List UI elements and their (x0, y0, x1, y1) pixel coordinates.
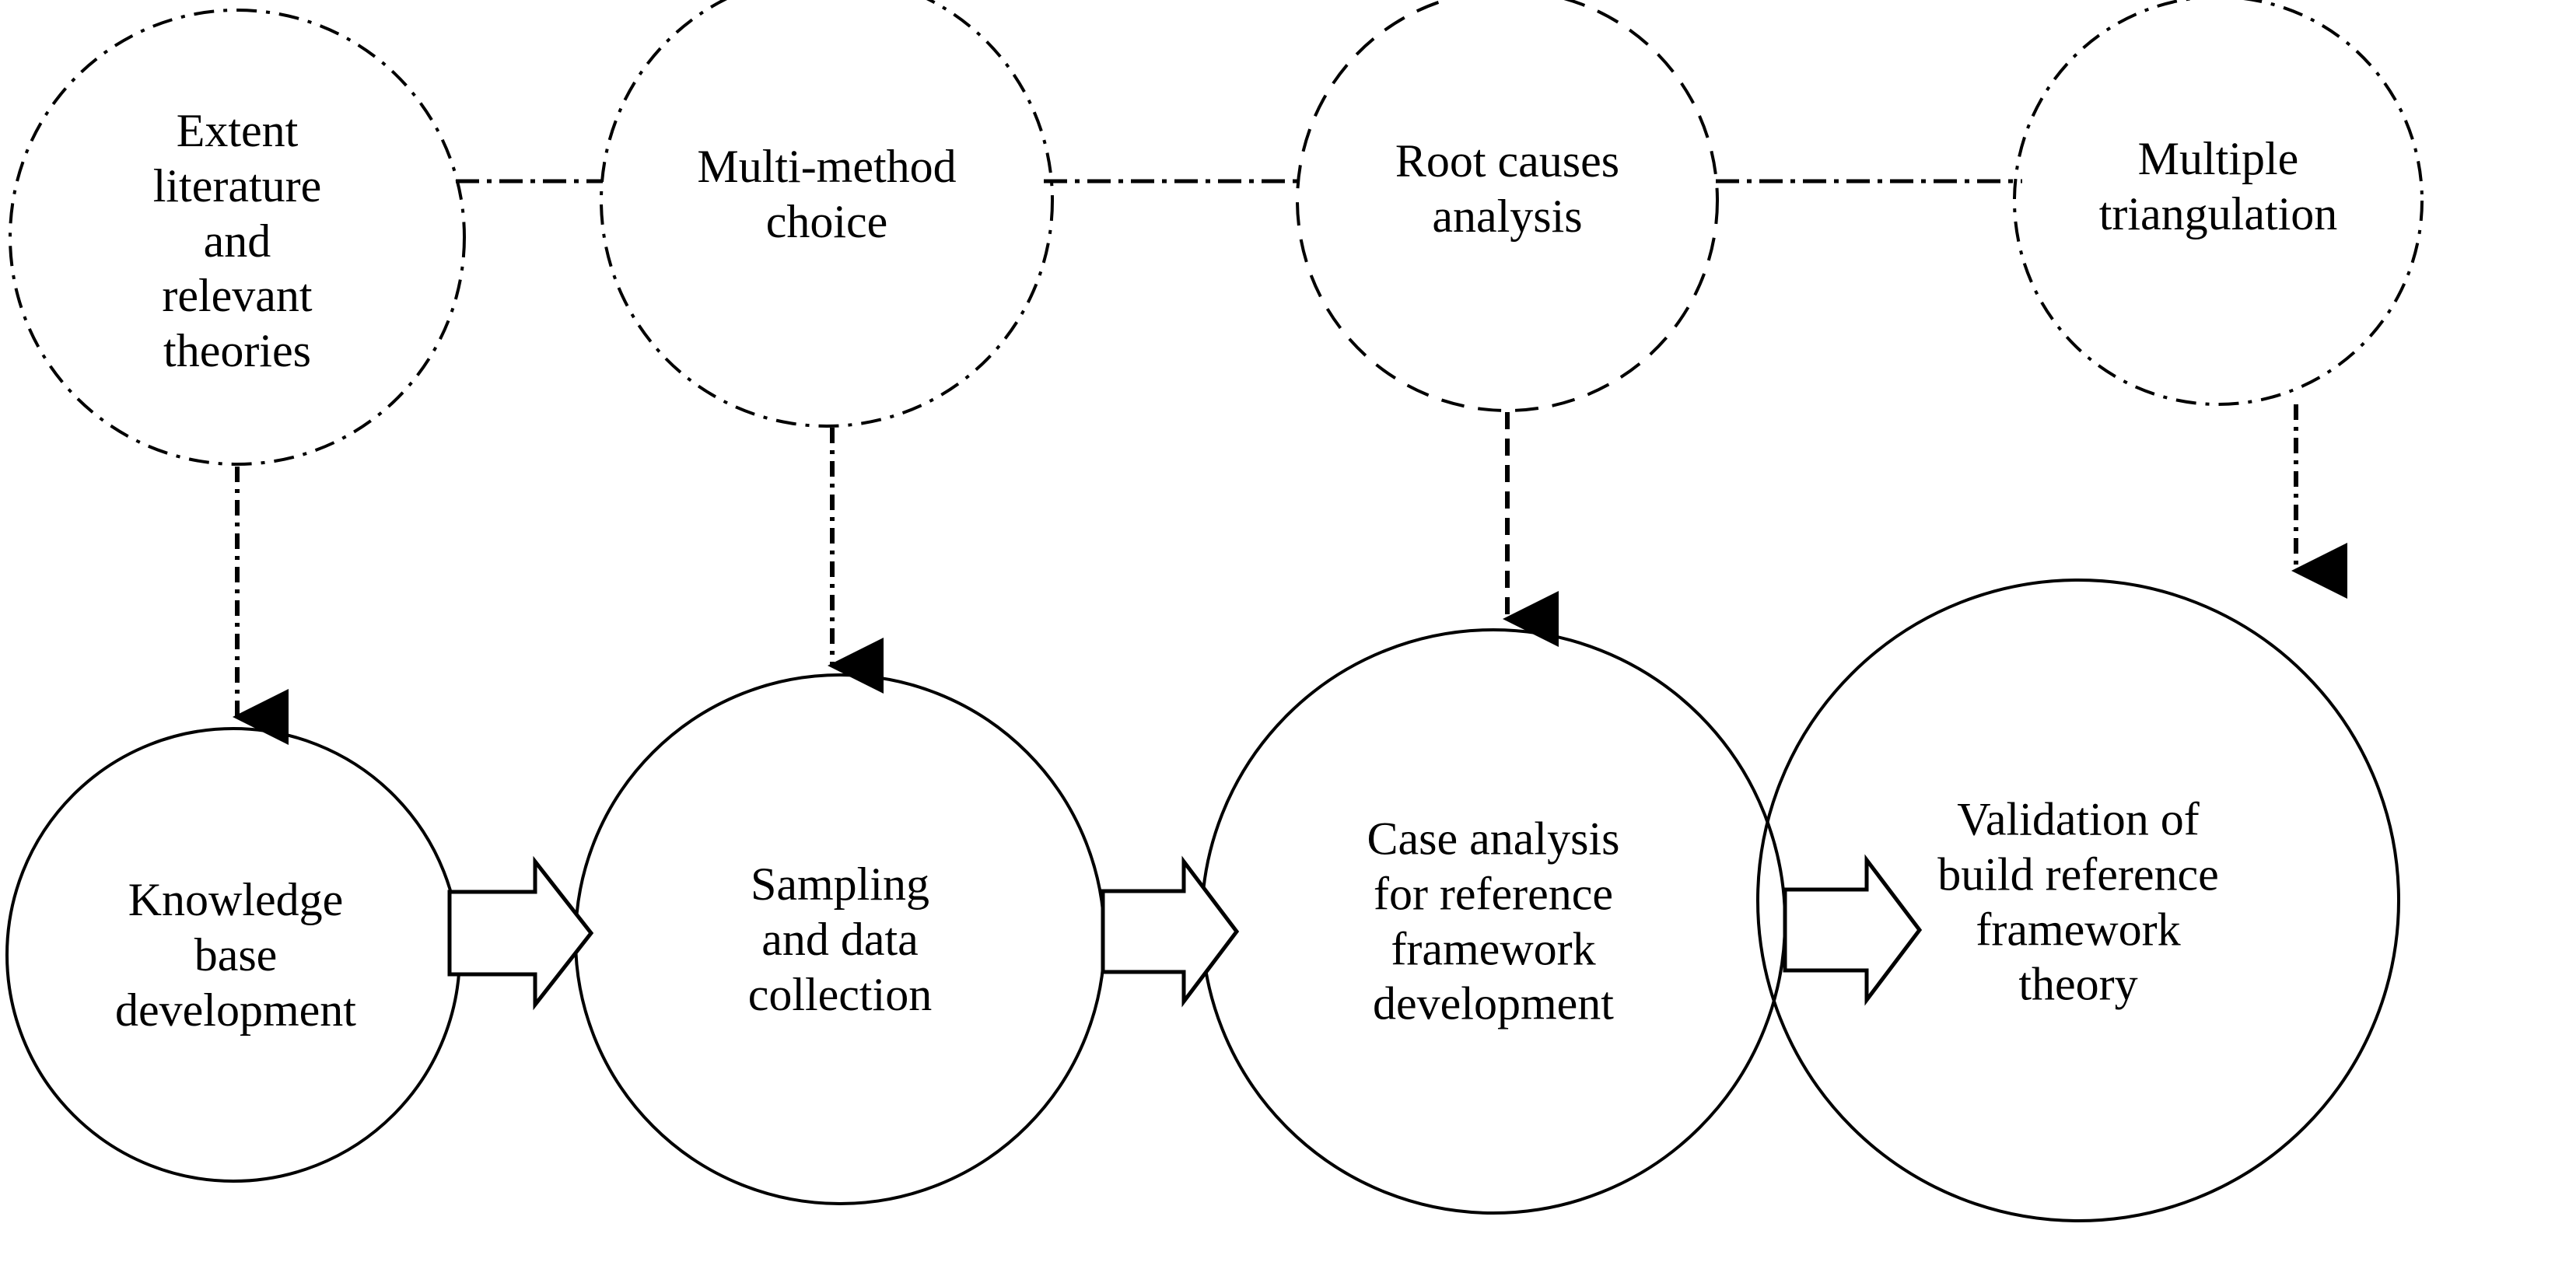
block-arrow-sampling-to-case (1101, 855, 1240, 1008)
node-root-causes-analysis[interactable] (1296, 0, 1719, 412)
node-extent-literature[interactable] (9, 9, 466, 466)
node-multiple-triangulation[interactable] (2013, 0, 2424, 406)
node-case-analysis-framework-development[interactable] (1200, 628, 1787, 1215)
node-multi-method-choice[interactable] (600, 0, 1054, 428)
node-validation-reference-framework-theory[interactable] (1756, 579, 2400, 1222)
node-knowledge-base-development[interactable] (5, 727, 461, 1183)
block-arrow-knowledge-to-sampling (447, 855, 594, 1011)
node-sampling-and-data-collection[interactable] (574, 673, 1106, 1205)
block-arrow-case-to-validation (1783, 854, 1923, 1006)
